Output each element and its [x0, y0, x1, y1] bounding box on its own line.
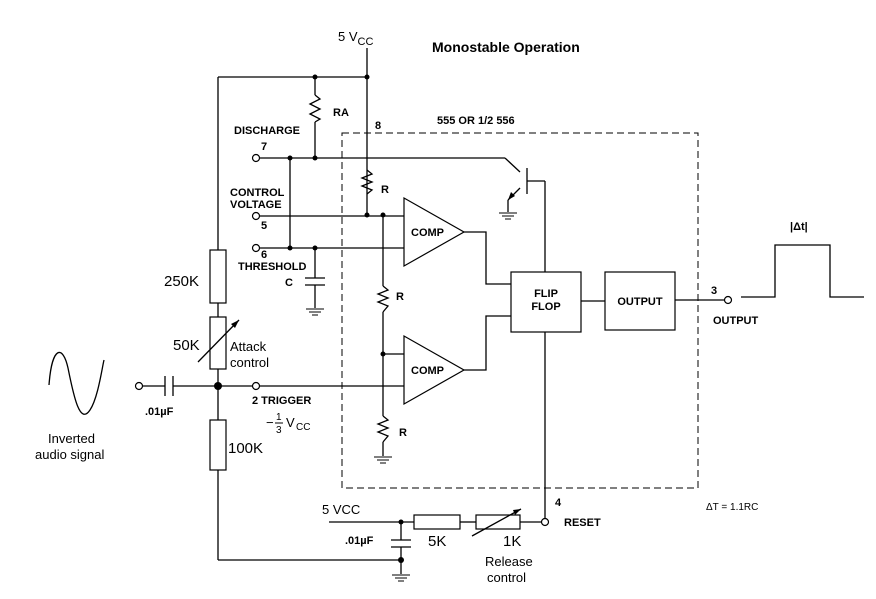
comparator-bottom	[403, 334, 466, 406]
timing-formula: ΔT = 1.1RC	[706, 502, 758, 513]
junction	[364, 212, 370, 218]
release-label-1: Release	[485, 554, 533, 569]
pot1k-label: 1K	[503, 533, 521, 550]
trigger-level-den: 3	[276, 425, 282, 436]
pot50k-label: 50K	[173, 337, 200, 354]
output-stage-block	[604, 271, 676, 331]
trigger-level-sub: CC	[296, 422, 310, 433]
chip-label: 555 OR 1/2 556	[437, 115, 515, 127]
flipflop-label-1: FLIP	[534, 288, 558, 300]
r250k-label: 250K	[164, 273, 199, 290]
transistor-arrow	[508, 192, 515, 200]
comp-bottom-output	[464, 315, 511, 371]
sine-wave-icon	[48, 351, 105, 415]
reset-label: RESET	[564, 517, 601, 529]
trigger-level-prefix: −	[266, 415, 274, 430]
pin6-number: 6	[261, 249, 267, 261]
threshold-label: THRESHOLD	[238, 261, 307, 273]
output-pulse-waveform	[741, 244, 864, 298]
vcc-top-label: 5 VCC	[338, 29, 373, 48]
r-mid-resistor	[376, 285, 390, 313]
resistor-5k	[413, 514, 461, 530]
discharge-label: DISCHARGE	[234, 125, 300, 137]
ra-label: RA	[333, 107, 349, 119]
cap-input-label: .01µF	[145, 406, 174, 418]
pot-50k	[209, 316, 227, 370]
vcc-bottom-label: 5 VCC	[322, 502, 360, 517]
attack-label-1: Attack	[230, 339, 267, 354]
junction	[312, 155, 318, 161]
pin4-number: 4	[555, 497, 562, 509]
pin3-terminal	[723, 295, 733, 305]
r100k-label: 100K	[228, 440, 263, 457]
pin3-number: 3	[711, 285, 717, 297]
comp-top-label: COMP	[411, 227, 444, 239]
output-block-label: OUTPUT	[617, 296, 663, 308]
pin5-terminal	[251, 211, 261, 221]
comp-top-output	[464, 231, 511, 285]
control-label-1: CONTROL	[230, 187, 285, 199]
trigger-level-num: 1	[276, 412, 282, 423]
trigger-level-v: V	[286, 415, 295, 430]
pin5-number: 5	[261, 220, 267, 232]
trigger-label: 2 TRIGGER	[252, 395, 311, 407]
pin6-terminal	[251, 243, 261, 253]
junction	[364, 74, 370, 80]
comp-bottom-label: COMP	[411, 365, 444, 377]
pin4-terminal	[540, 517, 550, 527]
pot-50k-arrowhead	[231, 320, 239, 328]
r5k-label: 5K	[428, 533, 446, 550]
pin2-terminal	[251, 381, 261, 391]
cap-c-label: C	[285, 277, 293, 289]
chip-outline	[341, 132, 699, 489]
output-label: OUTPUT	[713, 315, 759, 327]
flipflop-label-2: FLOP	[531, 301, 560, 313]
input-terminal	[134, 381, 144, 391]
resistor-100k	[209, 419, 227, 471]
cap-reset-label: .01µF	[345, 535, 374, 547]
pin7-number: 7	[261, 141, 267, 153]
pot-1k-arrowhead	[513, 509, 521, 515]
r-top-resistor	[360, 169, 374, 195]
input-label-2: audio signal	[35, 447, 104, 462]
ra-resistor	[308, 94, 322, 123]
transistor-collector	[504, 157, 521, 173]
pulse-width-label: |Δt|	[790, 221, 808, 233]
junction	[287, 245, 293, 251]
r-top-label: R	[381, 184, 389, 196]
r-mid-label: R	[396, 291, 404, 303]
pot-1k-arrow	[471, 508, 522, 537]
r-bot-label: R	[399, 427, 407, 439]
pin8-number: 8	[375, 120, 381, 132]
input-label-1: Inverted	[48, 431, 95, 446]
diagram-title: Monostable Operation	[432, 39, 580, 55]
control-label-2: VOLTAGE	[230, 199, 282, 211]
comparator-top	[403, 196, 466, 268]
release-label-2: control	[487, 570, 526, 585]
flip-flop-block	[510, 271, 582, 333]
pin7-terminal	[251, 153, 261, 163]
attack-label-2: control	[230, 355, 269, 370]
pot-50k-arrow	[197, 319, 240, 363]
resistor-250k	[209, 249, 227, 304]
r-bot-resistor	[376, 415, 390, 443]
